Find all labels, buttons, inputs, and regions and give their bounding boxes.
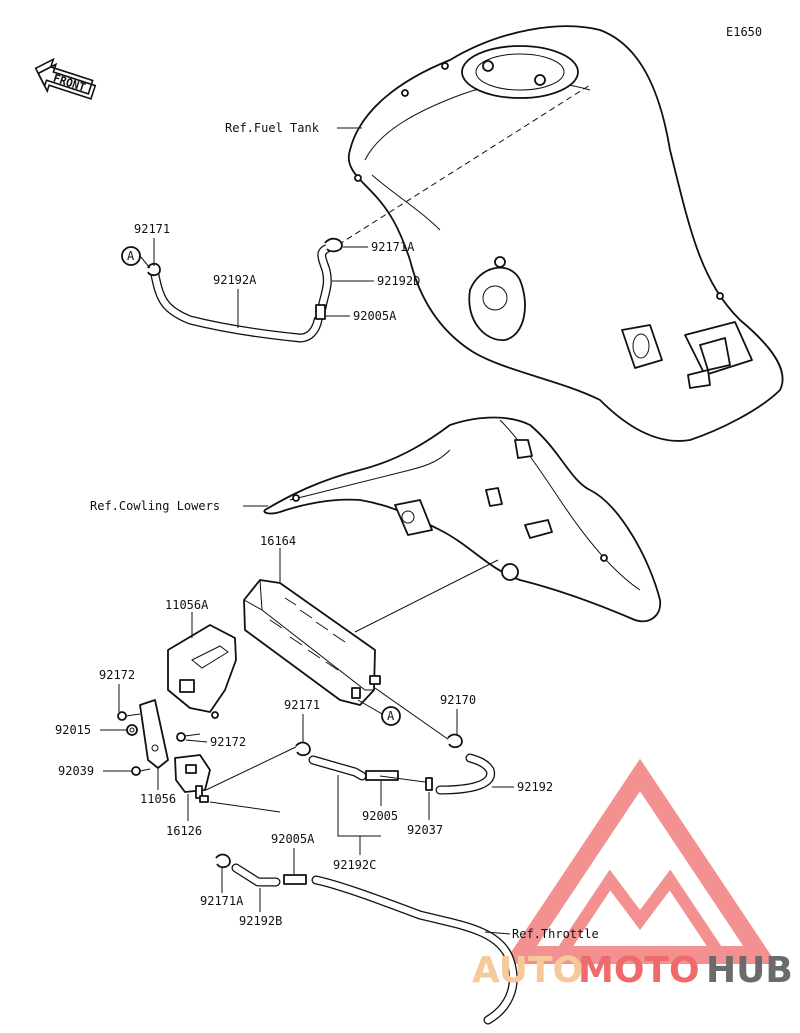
- label-16164: 16164: [260, 534, 296, 548]
- fitting-92005: [365, 770, 399, 781]
- callout-a-top-label: A: [127, 249, 135, 263]
- label-92005A-low: 92005A: [271, 832, 315, 846]
- bolt-92172-a: [117, 711, 141, 721]
- nut-92015: [126, 724, 138, 736]
- label-11056: 11056: [140, 792, 176, 806]
- watermark-part3: HUB: [706, 950, 793, 991]
- fitting-92005A-top: [315, 304, 326, 320]
- label-11056A: 11056A: [165, 598, 209, 612]
- ref-throttle: Ref.Throttle: [512, 927, 599, 941]
- label-92192D: 92192D: [377, 274, 420, 288]
- hose-92192: [435, 753, 496, 795]
- top-hose-92192D: [317, 243, 333, 313]
- diagram-code: E1650: [726, 25, 762, 39]
- ref-cowling-lowers: Ref.Cowling Lowers: [90, 499, 220, 513]
- clamp-92171-top: [147, 262, 161, 277]
- label-92039: 92039: [58, 764, 94, 778]
- label-92192: 92192: [517, 780, 553, 794]
- hose-92192C: [308, 755, 367, 781]
- label-92172-a: 92172: [99, 668, 135, 682]
- watermark-part2: MOTO: [578, 950, 700, 991]
- label-92005A-top: 92005A: [353, 309, 397, 323]
- watermark-logo: [503, 758, 777, 964]
- label-92171-mid: 92171: [284, 698, 320, 712]
- bracket-11056A: [167, 624, 237, 719]
- ref-fuel-tank: Ref.Fuel Tank: [225, 121, 320, 135]
- label-92171A-top: 92171A: [371, 240, 415, 254]
- fuel-tank: [329, 25, 784, 442]
- hose-to-throttle: [311, 875, 518, 1025]
- watermark-part1: AUTO: [472, 950, 583, 991]
- label-92171-top: 92171: [134, 222, 170, 236]
- label-16126: 16126: [166, 824, 202, 838]
- valve-16126: [174, 754, 211, 803]
- label-92192A: 92192A: [213, 273, 257, 287]
- canister-16164: [243, 579, 381, 706]
- bolt-92172-b: [176, 732, 201, 742]
- label-92037: 92037: [407, 823, 443, 837]
- label-92015: 92015: [55, 723, 91, 737]
- label-92005: 92005: [362, 809, 398, 823]
- label-92172-b: 92172: [210, 735, 246, 749]
- hose-92192B: [231, 863, 281, 887]
- watermark-text: AUTO MOTO HUB: [472, 950, 793, 991]
- callout-marker-a-low: [381, 706, 401, 726]
- top-hose-92192A: [150, 270, 323, 343]
- clamp-92171A-low: [215, 853, 231, 869]
- bolt-92039: [131, 766, 151, 776]
- clamp-92037: [425, 777, 433, 791]
- label-92171A-low: 92171A: [200, 894, 244, 908]
- label-92170: 92170: [440, 693, 476, 707]
- fitting-92005A-low: [283, 874, 307, 885]
- label-92192B: 92192B: [239, 914, 282, 928]
- clamp-92171-mid: [295, 741, 311, 757]
- bracket-11056: [139, 699, 169, 769]
- callout-a-low-label: A: [387, 709, 395, 723]
- cowling-lowers: [263, 416, 662, 623]
- label-92192C: 92192C: [333, 858, 376, 872]
- front-arrow-icon: FRONT: [34, 57, 97, 100]
- clamp-92170: [447, 733, 463, 749]
- clamp-92171A-top: [324, 237, 343, 253]
